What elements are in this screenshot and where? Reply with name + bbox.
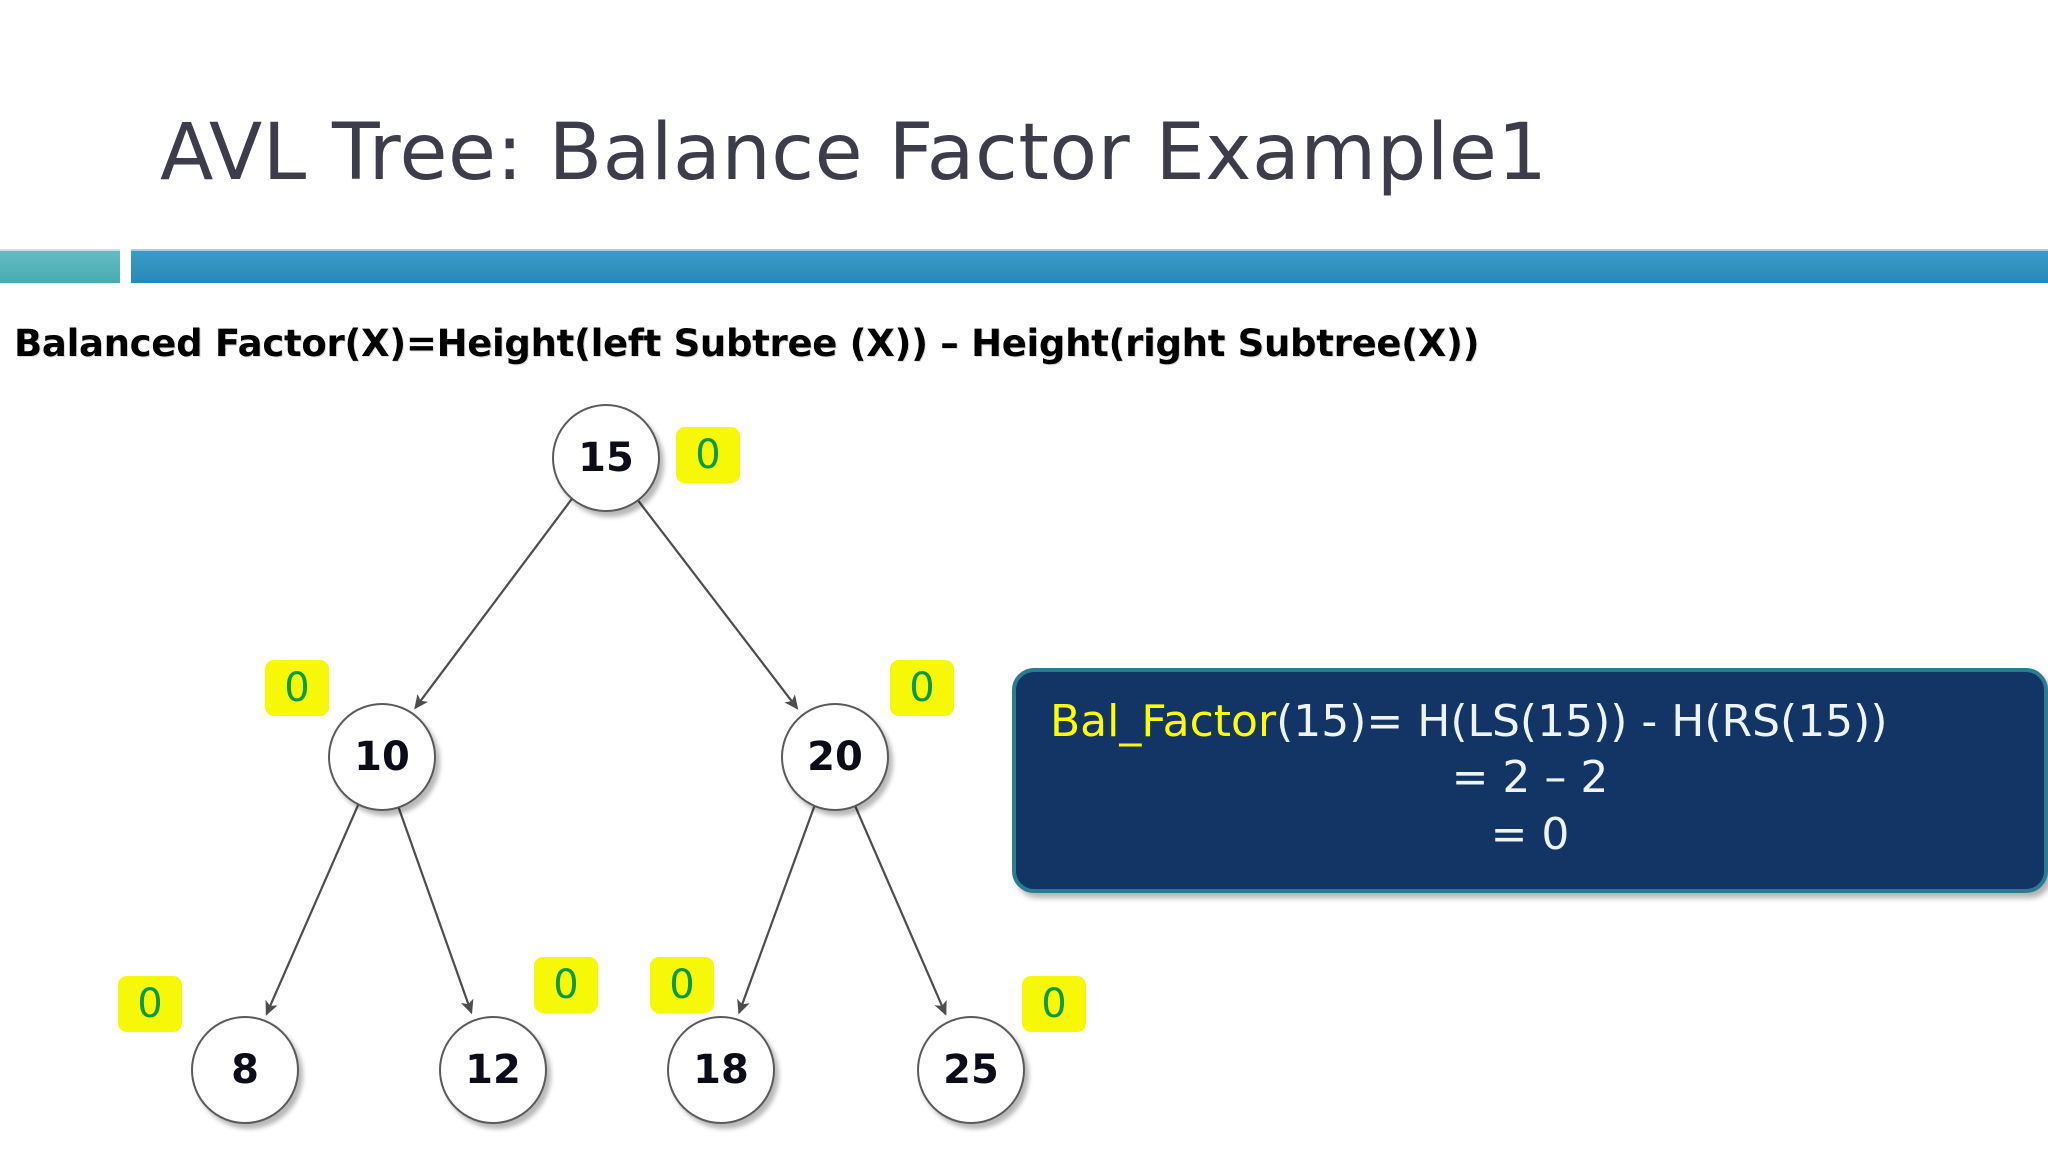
tree-node-label: 8 [231,1047,259,1093]
balance-factor-badge-25: 0 [1022,976,1086,1032]
balance-factor-badge-15: 0 [676,427,740,483]
balance-factor-value: 0 [669,962,695,1008]
balance-factor-value: 0 [137,981,163,1027]
bal-factor-callout: Bal_Factor(15)= H(LS(15)) - H(RS(15)) = … [1012,668,2048,893]
tree-node-label: 18 [693,1047,749,1093]
balance-factor-value: 0 [553,962,579,1008]
tree-edge-20-to-18 [737,801,817,1015]
tree-node-label: 10 [354,734,410,780]
callout-line-2: = 2 – 2 [1451,752,1609,804]
balance-factor-badge-20: 0 [890,660,954,716]
tree-node-label: 20 [807,734,863,780]
tree-edge-15-to-10 [414,495,575,710]
tree-node-label: 15 [578,435,634,481]
tree-edge-20-to-25 [851,800,947,1016]
tree-edge-10-to-12 [395,801,474,1015]
tree-node-18[interactable]: 18 [667,1016,775,1124]
title-divider [0,249,2048,283]
balance-factor-value: 0 [695,432,721,478]
tree-node-12[interactable]: 12 [439,1016,547,1124]
tree-node-10[interactable]: 10 [328,703,436,811]
tree-node-15[interactable]: 15 [552,404,660,512]
divider-main-bar [131,249,2048,283]
callout-line-1: Bal_Factor(15)= H(LS(15)) - H(RS(15)) [1042,694,2018,750]
tree-node-25[interactable]: 25 [917,1016,1025,1124]
divider-accent-bar [0,249,120,283]
callout-highlight-text: Bal_Factor [1050,696,1277,747]
tree-node-label: 25 [943,1047,999,1093]
tree-edge-15-to-20 [633,495,799,710]
balance-factor-badge-18: 0 [650,957,714,1013]
tree-edge-10-to-8 [265,800,361,1016]
balance-factor-value: 0 [284,665,310,711]
balance-factor-badge-10: 0 [265,660,329,716]
tree-node-20[interactable]: 20 [781,703,889,811]
balance-factor-value: 0 [1041,981,1067,1027]
balance-factor-value: 0 [909,665,935,711]
balance-factor-badge-12: 0 [534,957,598,1013]
callout-line1-rest: (15)= H(LS(15)) - H(RS(15)) [1276,696,1888,747]
balance-factor-formula: Balanced Factor(X)=Height(left Subtree (… [14,322,1480,365]
tree-node-label: 12 [465,1047,521,1093]
callout-line-3: = 0 [1490,808,1570,860]
tree-node-8[interactable]: 8 [191,1016,299,1124]
balance-factor-badge-8: 0 [118,976,182,1032]
page-title: AVL Tree: Balance Factor Example1 [160,108,1548,198]
